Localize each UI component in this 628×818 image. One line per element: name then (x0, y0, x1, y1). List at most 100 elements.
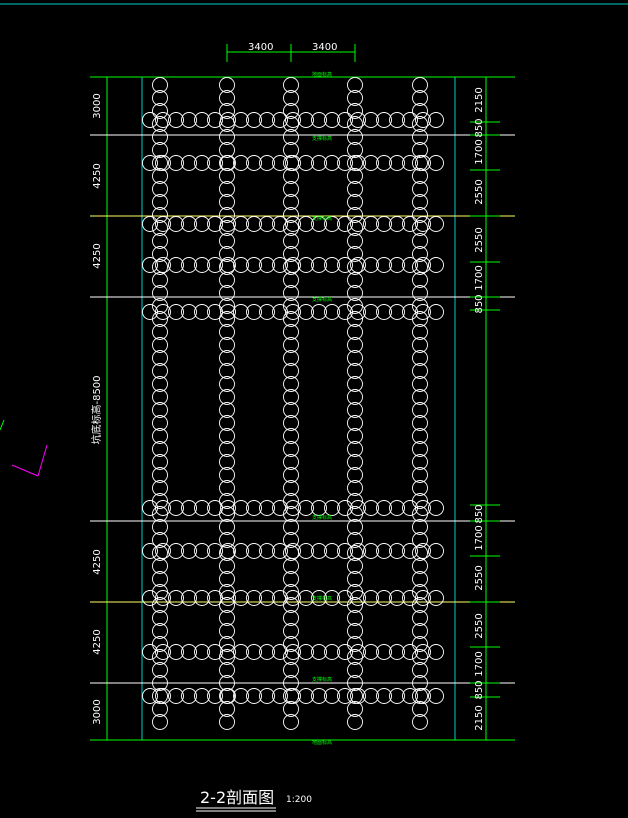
pile-circle (298, 500, 314, 516)
pile-circle (402, 543, 418, 559)
pile-circle (412, 480, 428, 496)
pile-circle (283, 220, 299, 236)
pile-circle (350, 304, 366, 320)
pile-circle (152, 207, 168, 223)
pile-circle (219, 467, 235, 483)
pile-circle (412, 103, 428, 119)
pile-circle (412, 272, 428, 288)
pile-circle (428, 500, 444, 516)
pile-circle (272, 216, 288, 232)
right-dim-12: 1700 (474, 651, 485, 676)
pile-circle (311, 216, 327, 232)
pile-circle (142, 590, 158, 606)
pile-circle (428, 155, 444, 171)
pit-wall-lines (141, 77, 456, 740)
pile-circle (219, 636, 235, 652)
ucs-y-axis (37, 444, 48, 477)
pile-circle (283, 90, 299, 106)
level-label-2: 支撑标高 (312, 135, 332, 142)
pile-circle (219, 597, 235, 613)
pile-circle (220, 590, 236, 606)
pile-circle (246, 216, 262, 232)
pile-circle (219, 415, 235, 431)
pile-circle (142, 644, 158, 660)
pile-circle (350, 216, 366, 232)
pile-circle (412, 129, 428, 145)
pile-circle (283, 675, 299, 691)
pile-circle (402, 155, 418, 171)
pile-circle (207, 304, 223, 320)
pile-circle (363, 590, 379, 606)
pile-circle (311, 304, 327, 320)
pile-circle (219, 259, 235, 275)
pile-circle (298, 688, 314, 704)
pile-circle (168, 644, 184, 660)
pile-circle (194, 688, 210, 704)
right-dim-1: 2150 (474, 87, 485, 112)
pile-circle (347, 116, 363, 132)
pile-circle (412, 701, 428, 717)
pile-circle (283, 337, 299, 353)
pile-circle (155, 644, 171, 660)
pile-circle (152, 714, 168, 730)
pile-circle (347, 90, 363, 106)
pile-circle (194, 644, 210, 660)
pile-circle (347, 142, 363, 158)
pile-circle (283, 428, 299, 444)
pile-circle (428, 304, 444, 320)
pile-circle (155, 155, 171, 171)
level-label-5: 支撑标高 (312, 514, 332, 521)
left-dim-1: 3000 (92, 93, 103, 118)
pile-circle (283, 298, 299, 314)
pile-circle (347, 649, 363, 665)
pile-circle (347, 545, 363, 561)
pile-circle (220, 216, 236, 232)
level-lines (90, 76, 515, 741)
pile-circle (298, 644, 314, 660)
pile-circle (412, 90, 428, 106)
pile-circle (324, 112, 340, 128)
pile-circle (219, 441, 235, 457)
pile-circle (376, 155, 392, 171)
pile-circle (142, 112, 158, 128)
right-dim-4: 2550 (474, 179, 485, 204)
pile-circle (363, 543, 379, 559)
pile-circle (337, 155, 353, 171)
pile-circle (246, 112, 262, 128)
pile-circle (142, 216, 158, 232)
pile-circle (246, 257, 262, 273)
pile-circle (428, 644, 444, 660)
pile-circle (168, 590, 184, 606)
pile-circle (402, 644, 418, 660)
pile-circle (283, 467, 299, 483)
pile-circle (389, 644, 405, 660)
pile-circle (155, 500, 171, 516)
pile-circle (246, 644, 262, 660)
pile-circle (152, 545, 168, 561)
pile-circle (219, 311, 235, 327)
pile-circle (283, 519, 299, 535)
pile-circle (152, 454, 168, 470)
pile-circle (283, 610, 299, 626)
pile-circle (219, 675, 235, 691)
top-dim-1: 3400 (248, 42, 273, 53)
pile-circle (363, 155, 379, 171)
pile-circle (311, 500, 327, 516)
pile-circle (168, 155, 184, 171)
pile-circle (219, 545, 235, 561)
pile-circle (207, 590, 223, 606)
pile-circle (152, 441, 168, 457)
pile-circle (412, 714, 428, 730)
pile-circle (152, 103, 168, 119)
pile-circle (272, 590, 288, 606)
pile-circle (283, 415, 299, 431)
pile-circle (152, 233, 168, 249)
pile-circle (259, 500, 275, 516)
pile-circle (415, 543, 431, 559)
left-dim-3: 4250 (92, 243, 103, 268)
pile-circle (347, 233, 363, 249)
pile-circle (155, 216, 171, 232)
pile-circle (152, 77, 168, 93)
pile-circle (363, 216, 379, 232)
pile-circle (152, 610, 168, 626)
